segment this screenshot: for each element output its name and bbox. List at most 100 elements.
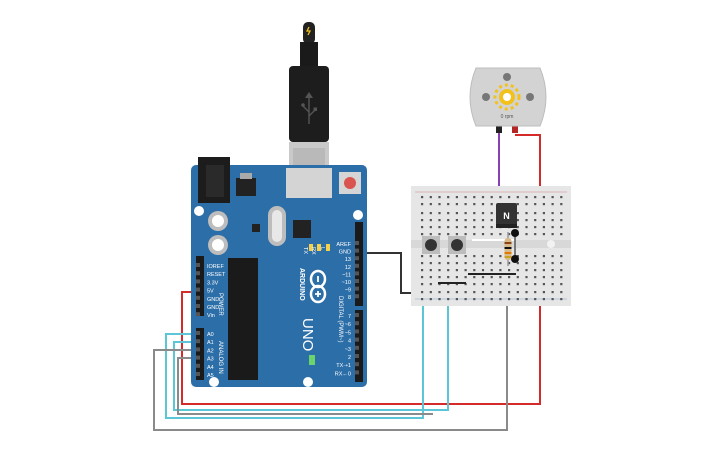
- digital-pin-socket[interactable]: [355, 256, 359, 261]
- breadboard-hole[interactable]: [481, 255, 485, 258]
- breadboard-hole[interactable]: [421, 233, 424, 236]
- breadboard-hole[interactable]: [481, 203, 485, 206]
- power-pin-socket[interactable]: [196, 263, 200, 267]
- digital-pin-socket[interactable]: [355, 263, 359, 268]
- wire-5v-red[interactable]: [181, 134, 541, 405]
- breadboard-hole[interactable]: [455, 276, 458, 279]
- breadboard-hole[interactable]: [473, 276, 476, 279]
- breadboard-hole[interactable]: [447, 291, 450, 294]
- push-button-1[interactable]: [422, 236, 440, 254]
- breadboard-hole[interactable]: [464, 283, 467, 286]
- breadboard-hole[interactable]: [490, 203, 493, 206]
- breadboard-hole[interactable]: [508, 298, 511, 301]
- wire-a0-cyan[interactable]: [165, 284, 424, 419]
- analog-pin-socket[interactable]: [196, 372, 200, 376]
- digital-pin-socket[interactable]: [355, 337, 359, 342]
- breadboard-hole[interactable]: [525, 196, 528, 199]
- breadboard-hole[interactable]: [455, 283, 458, 286]
- power-pin-socket[interactable]: [196, 279, 200, 284]
- breadboard-hole[interactable]: [464, 196, 467, 199]
- breadboard-hole[interactable]: [421, 298, 424, 301]
- breadboard-hole[interactable]: [464, 255, 467, 258]
- diode[interactable]: [511, 229, 519, 263]
- breadboard-hole[interactable]: [438, 291, 441, 294]
- breadboard-hole[interactable]: [481, 233, 485, 236]
- breadboard-hole[interactable]: [473, 291, 476, 294]
- breadboard-hole[interactable]: [542, 226, 545, 229]
- breadboard-hole[interactable]: [560, 269, 563, 272]
- breadboard-hole[interactable]: [421, 269, 424, 272]
- breadboard-hole[interactable]: [464, 203, 467, 206]
- breadboard-hole[interactable]: [499, 255, 502, 258]
- breadboard-hole[interactable]: [499, 269, 502, 272]
- breadboard-hole[interactable]: [481, 269, 485, 272]
- breadboard-hole[interactable]: [499, 298, 502, 301]
- breadboard-hole[interactable]: [551, 298, 554, 301]
- breadboard-hole[interactable]: [490, 276, 493, 279]
- breadboard-hole[interactable]: [429, 269, 432, 272]
- breadboard-hole[interactable]: [516, 269, 519, 272]
- breadboard-hole[interactable]: [542, 291, 545, 294]
- breadboard-hole[interactable]: [438, 298, 441, 301]
- breadboard-hole[interactable]: [438, 196, 441, 199]
- breadboard-hole[interactable]: [551, 226, 554, 229]
- breadboard-hole[interactable]: [464, 233, 467, 236]
- breadboard-hole[interactable]: [534, 233, 537, 236]
- breadboard-hole[interactable]: [464, 291, 467, 294]
- breadboard-hole[interactable]: [525, 233, 528, 236]
- digital-pin-socket[interactable]: [355, 248, 359, 253]
- breadboard-hole[interactable]: [516, 212, 519, 215]
- breadboard-hole[interactable]: [447, 255, 450, 258]
- breadboard-hole[interactable]: [438, 269, 441, 272]
- breadboard-hole[interactable]: [473, 262, 476, 265]
- wire-a1-cyan[interactable]: [173, 284, 449, 411]
- arduino-uno-board[interactable]: TX RX L ARDUINO UNO POWER ANALOG IN DIGI…: [191, 157, 367, 387]
- breadboard-hole[interactable]: [525, 276, 528, 279]
- breadboard-hole[interactable]: [490, 262, 493, 265]
- breadboard-hole[interactable]: [455, 219, 458, 222]
- digital-pin-socket[interactable]: [355, 345, 359, 350]
- breadboard-hole[interactable]: [490, 291, 493, 294]
- breadboard-hole[interactable]: [542, 203, 545, 206]
- breadboard-hole[interactable]: [542, 276, 545, 279]
- breadboard-hole[interactable]: [534, 291, 537, 294]
- breadboard-hole[interactable]: [499, 291, 502, 294]
- breadboard-hole[interactable]: [542, 196, 545, 199]
- breadboard-hole[interactable]: [560, 276, 563, 279]
- breadboard-hole[interactable]: [481, 212, 485, 215]
- breadboard-hole[interactable]: [421, 262, 424, 265]
- breadboard-hole[interactable]: [438, 219, 441, 222]
- breadboard-hole[interactable]: [481, 219, 485, 222]
- breadboard-hole[interactable]: [447, 269, 450, 272]
- breadboard-hole[interactable]: [534, 276, 537, 279]
- breadboard-hole[interactable]: [551, 219, 554, 222]
- breadboard-hole[interactable]: [525, 226, 528, 229]
- breadboard-hole[interactable]: [421, 203, 424, 206]
- breadboard-hole[interactable]: [473, 298, 476, 301]
- digital-pin-socket[interactable]: [355, 370, 359, 375]
- breadboard-hole[interactable]: [508, 276, 511, 279]
- breadboard-hole[interactable]: [542, 269, 545, 272]
- breadboard-hole[interactable]: [429, 298, 432, 301]
- digital-pin-socket[interactable]: [355, 241, 359, 245]
- digital-pin-socket[interactable]: [355, 354, 359, 358]
- breadboard-hole[interactable]: [490, 283, 493, 286]
- breadboard-hole[interactable]: [464, 212, 467, 215]
- breadboard-hole[interactable]: [525, 212, 528, 215]
- breadboard-hole[interactable]: [438, 226, 441, 229]
- breadboard-hole[interactable]: [534, 196, 537, 199]
- power-pin-socket[interactable]: [196, 312, 200, 317]
- breadboard-hole[interactable]: [473, 203, 476, 206]
- breadboard-hole[interactable]: [516, 219, 519, 222]
- digital-pin-socket[interactable]: [355, 321, 359, 326]
- breadboard-hole[interactable]: [490, 196, 493, 199]
- breadboard-hole[interactable]: [542, 212, 545, 215]
- breadboard-hole[interactable]: [429, 226, 432, 229]
- breadboard-hole[interactable]: [473, 226, 476, 229]
- breadboard-hole[interactable]: [464, 298, 467, 301]
- digital-pin-socket[interactable]: [355, 329, 359, 334]
- breadboard-hole[interactable]: [508, 269, 511, 272]
- breadboard-hole[interactable]: [534, 269, 537, 272]
- dc-motor[interactable]: 0 rpm: [469, 67, 547, 133]
- analog-pin-socket[interactable]: [196, 355, 200, 360]
